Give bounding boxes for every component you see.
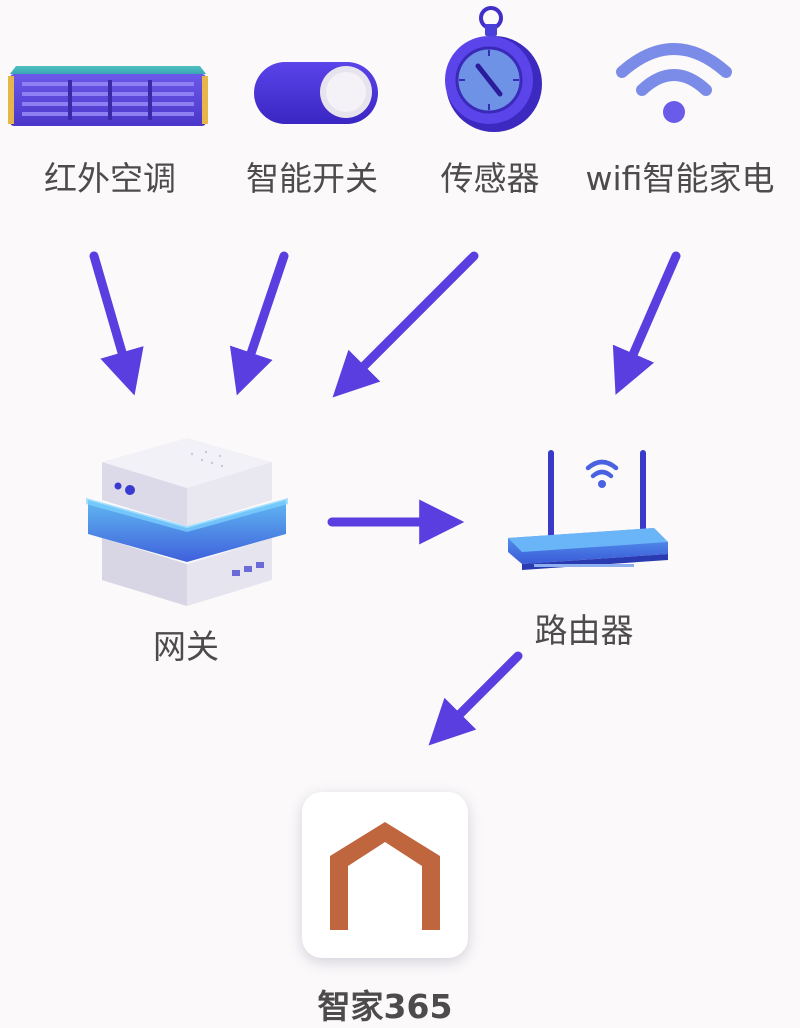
app-label: 智家365 (317, 987, 453, 1026)
wifi-appliance-label: wifi智能家电 (585, 159, 775, 198)
smart-switch-label: 智能开关 (246, 159, 378, 198)
gateway-server-icon (86, 438, 288, 606)
ir-ac-label: 红外空调 (44, 159, 176, 198)
air-conditioner-icon (8, 66, 208, 126)
router-icon (508, 450, 668, 570)
house-app-icon (330, 822, 440, 930)
arrow-sensor-to-gateway (332, 251, 479, 398)
wifi-icon (616, 43, 732, 123)
arrow-router-to-app (428, 651, 523, 746)
router-label: 路由器 (534, 611, 634, 650)
gateway-label: 网关 (153, 627, 219, 666)
sensor-dial-icon (445, 6, 542, 132)
arrow-switch-to-gateway (229, 251, 289, 396)
toggle-switch-icon (254, 62, 378, 124)
arrow-wifi-to-router (612, 251, 681, 395)
sensor-label: 传感器 (440, 159, 540, 198)
connection-arrows (89, 251, 681, 746)
app-tile[interactable] (302, 792, 468, 958)
arrow-ac-to-gateway (89, 251, 144, 396)
